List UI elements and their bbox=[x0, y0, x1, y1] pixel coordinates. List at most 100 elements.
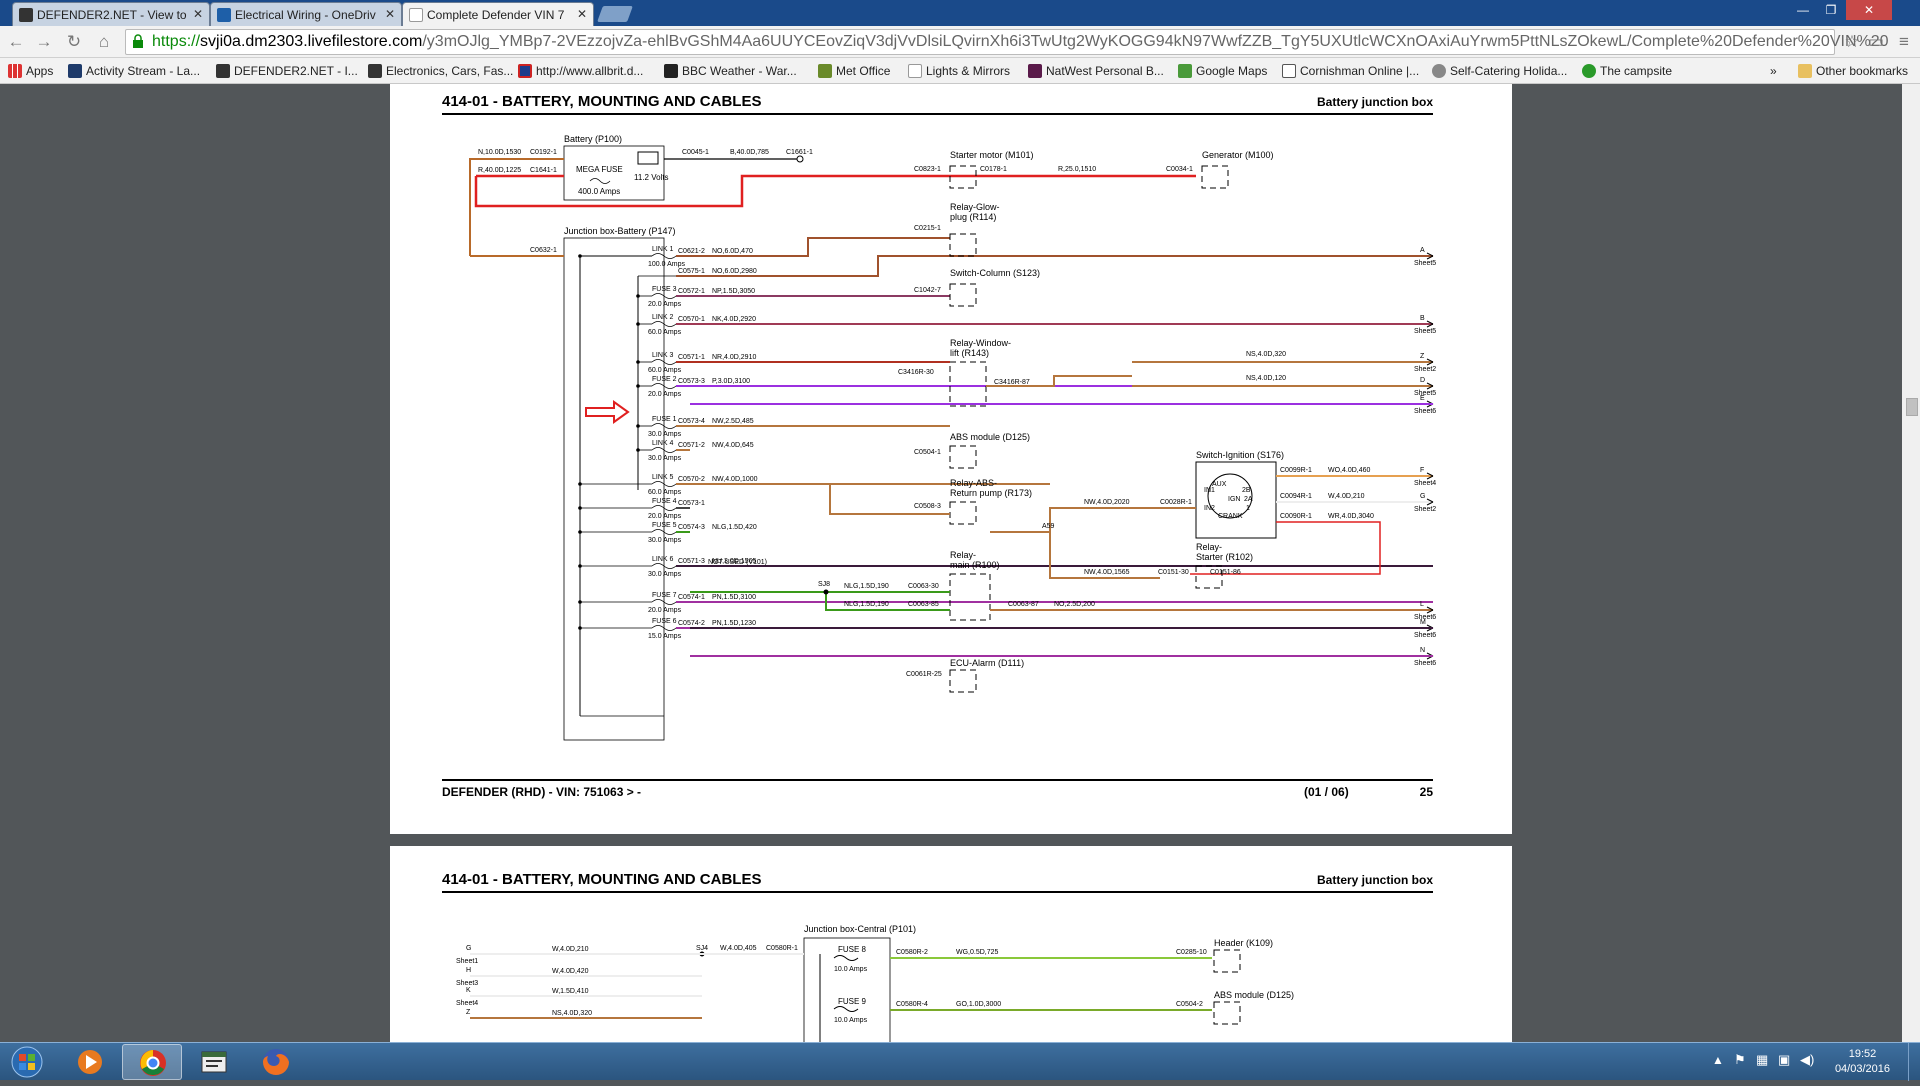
wiring-diagram-page-1: 414-01 - BATTERY, MOUNTING AND CABLES Ba… bbox=[442, 93, 1436, 799]
relay-window-label-2: lift (R143) bbox=[950, 348, 989, 358]
bookmark-natwest[interactable]: NatWest Personal B... bbox=[1028, 64, 1164, 78]
connector-label: C1042-7 bbox=[914, 287, 941, 294]
bookmark-apps[interactable]: Apps bbox=[8, 64, 53, 78]
page-icon bbox=[908, 64, 922, 78]
wire-label: W,1.5D,410 bbox=[552, 988, 589, 995]
wire-nlg bbox=[690, 591, 950, 611]
tab-defender2[interactable]: DEFENDER2.NET - View to ✕ bbox=[12, 2, 210, 26]
volume-icon[interactable]: ◀) bbox=[1800, 1052, 1815, 1067]
sheet-ref-sheet[interactable]: Sheet5 bbox=[1414, 260, 1436, 267]
relay-abs-box bbox=[949, 501, 977, 525]
new-tab-button[interactable] bbox=[597, 6, 633, 22]
network-icon[interactable]: ▦ bbox=[1756, 1052, 1769, 1067]
close-icon[interactable]: ✕ bbox=[576, 7, 587, 21]
abs-module-label: ABS module (D125) bbox=[1214, 990, 1294, 1000]
flag-icon[interactable]: ⚑ bbox=[1734, 1052, 1746, 1067]
minimize-button[interactable]: — bbox=[1797, 3, 1809, 17]
close-icon[interactable]: ✕ bbox=[192, 7, 203, 21]
tab-title: DEFENDER2.NET - View to bbox=[37, 8, 187, 22]
tab-onedrive[interactable]: Electrical Wiring - OneDriv ✕ bbox=[210, 2, 402, 26]
address-bar[interactable]: https://svji0a.dm2303.livefilestore.com/… bbox=[125, 29, 1889, 55]
fuse-amps: 20.0 Amps bbox=[648, 301, 682, 308]
sheet-ref-sheet[interactable]: Sheet6 bbox=[1414, 614, 1436, 621]
fuse-label: FUSE 7 bbox=[652, 592, 677, 599]
show-desktop-button[interactable] bbox=[1908, 1043, 1920, 1081]
sheet-ref-sheet[interactable]: Sheet4 bbox=[1414, 480, 1436, 487]
bookmark-defender2[interactable]: DEFENDER2.NET - I... bbox=[216, 64, 358, 78]
fuse-label: FUSE 6 bbox=[652, 618, 677, 625]
firefox-taskbar-button[interactable] bbox=[246, 1044, 306, 1080]
bookmark-campsite[interactable]: The campsite bbox=[1582, 64, 1672, 78]
home-icon[interactable]: ⌂ bbox=[98, 32, 110, 51]
maximize-button[interactable]: ❐ bbox=[1825, 3, 1837, 17]
abs-module-box bbox=[949, 445, 977, 469]
bookmark-bbc-weather[interactable]: BBC Weather - War... bbox=[664, 64, 797, 78]
bookmark-met-office[interactable]: Met Office bbox=[818, 64, 890, 78]
sheet-ref-sheet[interactable]: Sheet5 bbox=[1414, 328, 1436, 335]
menu-icon[interactable]: ≡ bbox=[1899, 32, 1909, 51]
star-icon[interactable]: ☆ bbox=[1844, 32, 1860, 51]
connector-label: C0178-1 bbox=[980, 166, 1007, 173]
sheet-ref-sheet[interactable]: Sheet2 bbox=[1414, 366, 1436, 373]
junction-box-central-label: Junction box-Central (P101) bbox=[804, 924, 916, 934]
sub-title: Battery junction box bbox=[1317, 873, 1433, 887]
sheet-ref-sheet[interactable]: Sheet6 bbox=[1414, 408, 1436, 415]
connector-label: C0034-1 bbox=[1166, 166, 1193, 173]
connector-label: C0151-30 bbox=[1158, 569, 1189, 576]
pdf-page-1: 414-01 - BATTERY, MOUNTING AND CABLES Ba… bbox=[390, 84, 1512, 834]
media-player-button[interactable] bbox=[60, 1044, 120, 1080]
tab-complete-defender[interactable]: Complete Defender VIN 7 ✕ bbox=[402, 2, 594, 26]
start-button[interactable] bbox=[0, 1044, 54, 1080]
cast-icon[interactable]: ▭ bbox=[1867, 32, 1885, 51]
sheet-ref-sheet[interactable]: Sheet5 bbox=[1414, 390, 1436, 397]
reload-icon[interactable]: ↻ bbox=[66, 32, 82, 51]
connector-label: C1641-1 bbox=[530, 167, 557, 174]
arrow-icon bbox=[1426, 472, 1434, 480]
sheet-ref-sheet[interactable]: Sheet6 bbox=[1414, 632, 1436, 639]
back-icon[interactable]: ← bbox=[7, 32, 25, 51]
chrome-taskbar-button[interactable] bbox=[122, 1044, 182, 1080]
junction-dot bbox=[578, 254, 582, 258]
bookmark-ebay[interactable]: Electronics, Cars, Fas... bbox=[368, 64, 513, 78]
fuse-amps: 60.0 Amps bbox=[648, 489, 682, 496]
sheet-ref-sheet[interactable]: Sheet1 bbox=[456, 958, 478, 965]
bookmark-activity-stream[interactable]: Activity Stream - La... bbox=[68, 64, 200, 78]
arrow-icon bbox=[1426, 320, 1434, 328]
wire-label: NO,2.5D,200 bbox=[1054, 601, 1095, 608]
close-icon[interactable]: ✕ bbox=[384, 7, 395, 21]
scrollbar-thumb[interactable] bbox=[1906, 398, 1918, 416]
display-icon[interactable]: ▣ bbox=[1778, 1052, 1791, 1067]
generator-label: Generator (M100) bbox=[1202, 150, 1274, 160]
connector-label: C0570-2 bbox=[678, 476, 705, 483]
connector-label: C0572-1 bbox=[678, 288, 705, 295]
vertical-scrollbar[interactable] bbox=[1902, 84, 1920, 1042]
sheet-ref-sheet[interactable]: Sheet6 bbox=[1414, 660, 1436, 667]
app-taskbar-button[interactable] bbox=[184, 1044, 244, 1080]
show-hidden-icons-icon[interactable]: ▲ bbox=[1712, 1053, 1724, 1067]
bookmarks-overflow-button[interactable]: » bbox=[1770, 64, 1777, 78]
other-bookmarks[interactable]: Other bookmarks bbox=[1798, 64, 1908, 78]
pdf-viewer[interactable]: 414-01 - BATTERY, MOUNTING AND CABLES Ba… bbox=[0, 84, 1920, 1067]
bookmark-google-maps[interactable]: Google Maps bbox=[1178, 64, 1267, 78]
bookmark-cornishman[interactable]: Cornishman Online |... bbox=[1282, 64, 1419, 78]
junction-dot bbox=[636, 448, 640, 452]
bookmark-lights-mirrors[interactable]: Lights & Mirrors bbox=[908, 64, 1010, 78]
sheet-ref-sheet[interactable]: Sheet3 bbox=[456, 980, 478, 987]
sheet-ref-sheet[interactable]: Sheet4 bbox=[456, 1000, 478, 1007]
junction-dot bbox=[578, 564, 582, 568]
bookmark-self-catering[interactable]: Self-Catering Holida... bbox=[1432, 64, 1567, 78]
fuse-label: FUSE 3 bbox=[652, 286, 677, 293]
bookmark-label: http://www.allbrit.d... bbox=[536, 64, 644, 78]
system-clock[interactable]: 19:52 04/03/2016 bbox=[1835, 1047, 1890, 1077]
fuse-amps: 100.0 Amps bbox=[648, 261, 685, 268]
fuse-amps: 20.0 Amps bbox=[648, 607, 682, 614]
bookmark-allbrit[interactable]: http://www.allbrit.d... bbox=[518, 64, 643, 78]
relay-glow-label-2: plug (R114) bbox=[950, 212, 996, 222]
sheet-ref-sheet[interactable]: Sheet2 bbox=[1414, 506, 1436, 513]
forward-icon[interactable]: → bbox=[35, 32, 53, 51]
close-window-button[interactable]: ✕ bbox=[1846, 0, 1892, 20]
connector-label: C0575-1 bbox=[678, 268, 705, 275]
connector-label: C0580R-4 bbox=[896, 1001, 928, 1008]
